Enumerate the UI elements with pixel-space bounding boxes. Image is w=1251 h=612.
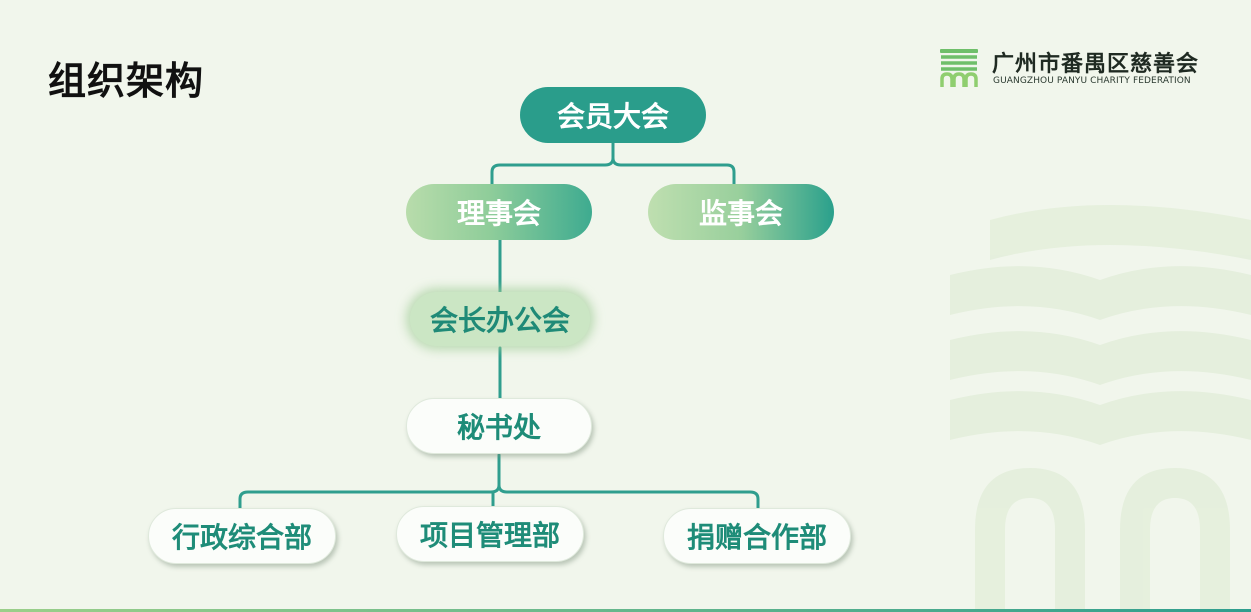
donation-department-node: 捐赠合作部 (663, 508, 851, 564)
council-node: 理事会 (406, 184, 592, 240)
project-department-node: 项目管理部 (396, 506, 584, 562)
general-assembly-node: 会员大会 (520, 87, 706, 143)
secretariat-node: 秘书处 (406, 398, 592, 454)
president-office-node: 会长办公会 (410, 292, 590, 346)
supervisory-board-node: 监事会 (648, 184, 834, 240)
connector-root-to-supervisory (613, 158, 734, 185)
connector-secretariat-to-admin (240, 455, 499, 510)
connector-root-to-council (492, 143, 613, 185)
admin-department-node: 行政综合部 (148, 508, 336, 564)
